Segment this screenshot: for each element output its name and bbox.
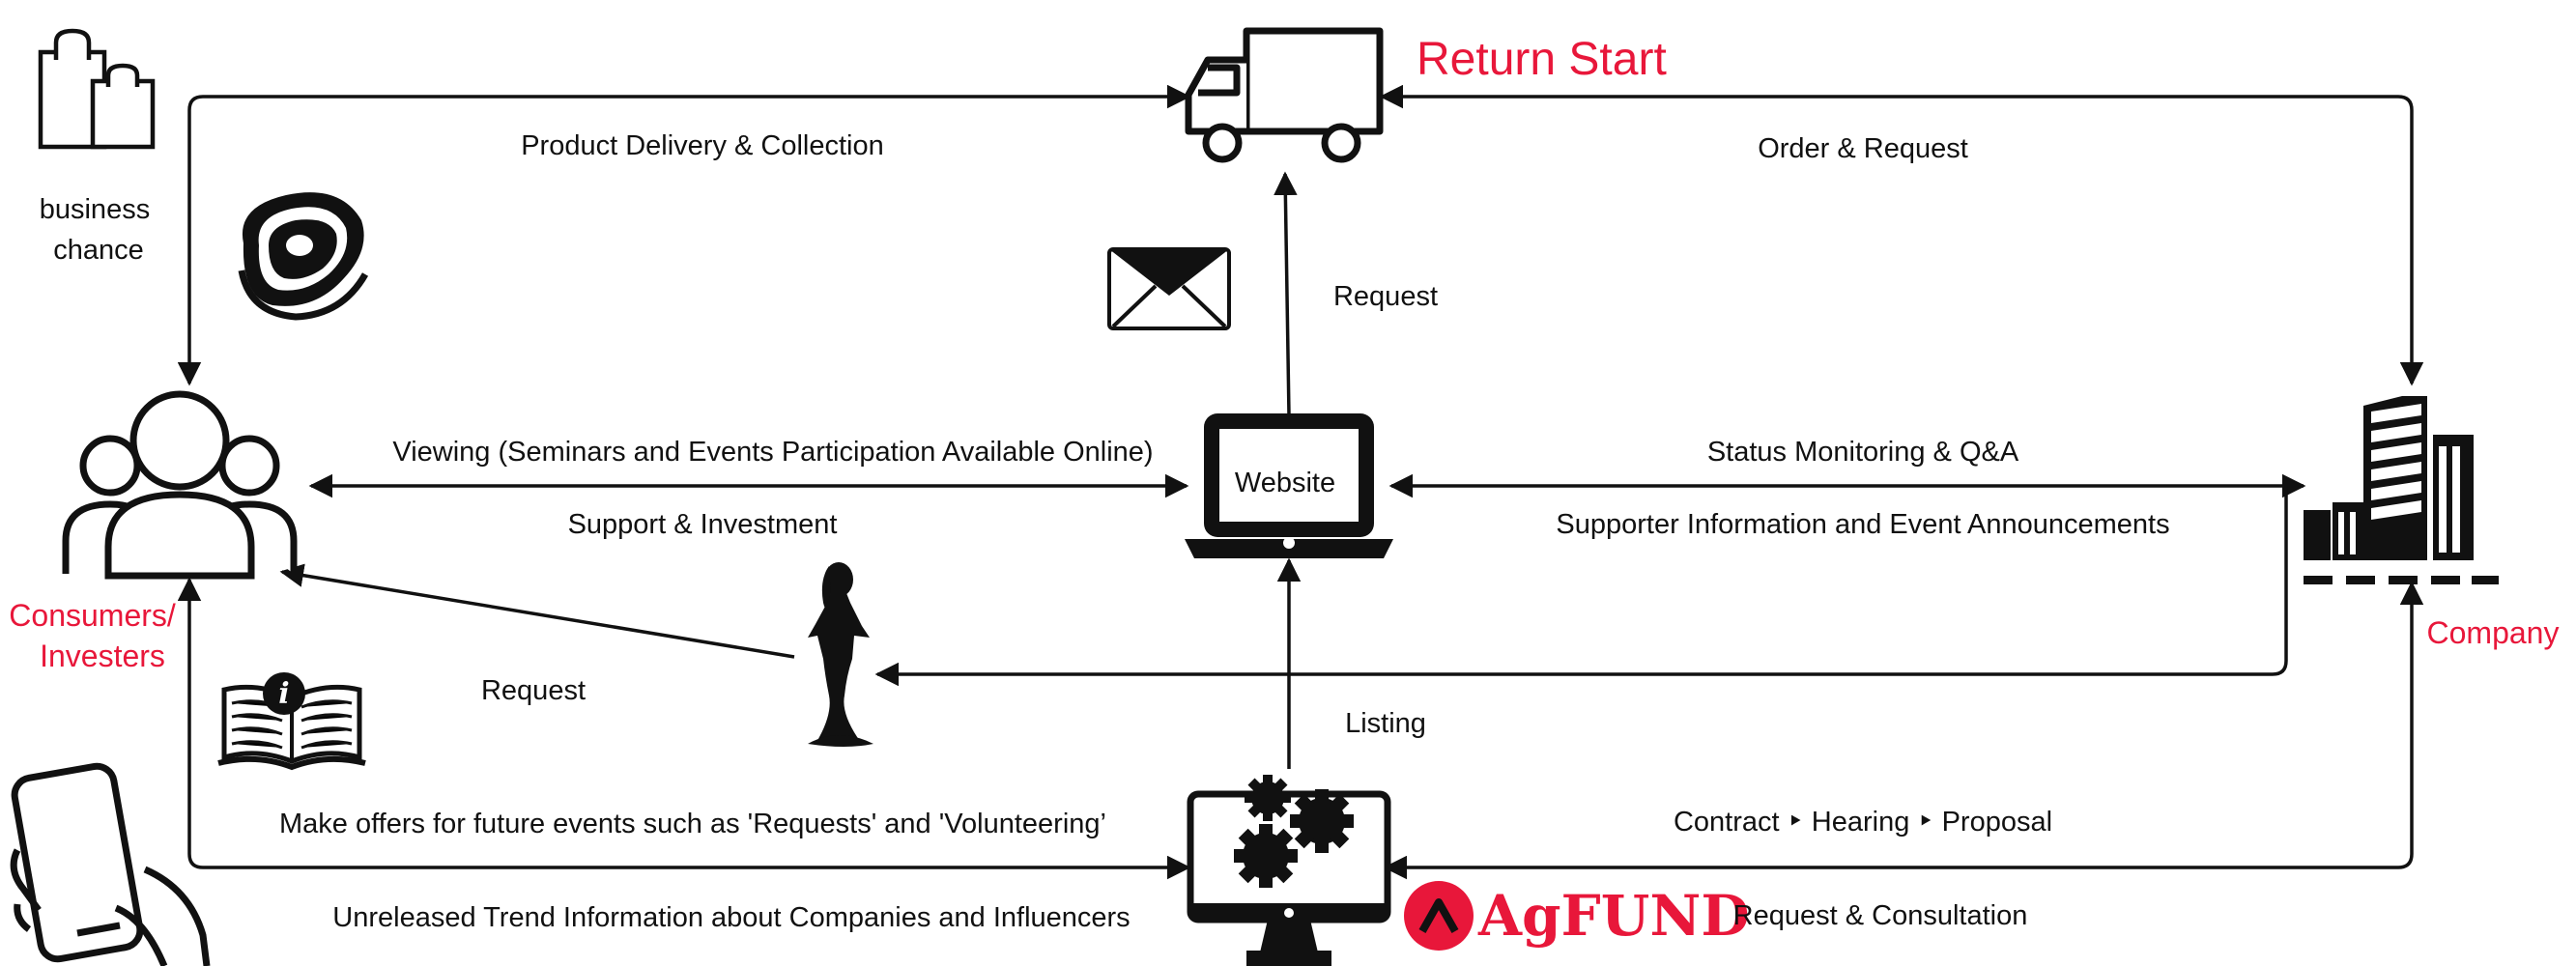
website-label: Website — [1235, 468, 1335, 498]
label-supporter-info: Supporter Information and Event Announce… — [1556, 509, 2169, 540]
label-make-offers: Make offers for future events such as 'R… — [279, 809, 1106, 839]
edge-influencer-consumers — [279, 563, 795, 659]
woman-influencer-icon — [808, 562, 873, 747]
business-chance-label: business chance — [40, 194, 158, 266]
edge-order-request — [1379, 84, 2424, 386]
label-unreleased: Unreleased Trend Information about Compa… — [332, 902, 1130, 933]
label-request-consultation: Request & Consultation — [1733, 900, 2028, 931]
label-contract: Contract ‣ Hearing ‣ Proposal — [1674, 807, 2052, 838]
svg-text:i: i — [278, 677, 289, 711]
shopping-bags-icon — [38, 28, 156, 150]
consumers-label: Consumers/ Investers — [9, 598, 184, 673]
edge-make-offers — [177, 577, 1191, 880]
smartphone-hand-icon — [10, 762, 211, 966]
label-listing: Listing — [1345, 708, 1426, 739]
edge-product-delivery — [177, 84, 1191, 386]
info-book-icon: i — [217, 672, 366, 771]
edge-website-truck — [1274, 171, 1298, 416]
title-return-start: Return Start — [1417, 34, 1667, 85]
agfund-wordmark: AgFUND — [1477, 883, 1750, 949]
label-order-request: Order & Request — [1758, 133, 1968, 164]
label-viewing: Viewing (Seminars and Events Participati… — [392, 437, 1153, 468]
laptop-icon — [1185, 413, 1393, 558]
gear-monitor-icon — [1187, 775, 1391, 966]
label-product-delivery: Product Delivery & Collection — [521, 130, 884, 161]
label-request-mail: Request — [1333, 281, 1438, 312]
building-icon — [2304, 396, 2499, 584]
edge-contract — [1383, 581, 2424, 880]
envelope-icon — [1107, 247, 1231, 330]
label-status-monitoring: Status Monitoring & Q&A — [1707, 437, 2019, 468]
label-request-influencer: Request — [481, 675, 586, 706]
people-icon — [62, 390, 298, 580]
steak-icon — [238, 192, 369, 321]
company-label: Company — [2427, 615, 2560, 650]
truck-icon — [1185, 27, 1384, 163]
agfund-logo-icon: AgFUND — [1404, 881, 1750, 951]
label-support-investment: Support & Investment — [568, 509, 838, 540]
